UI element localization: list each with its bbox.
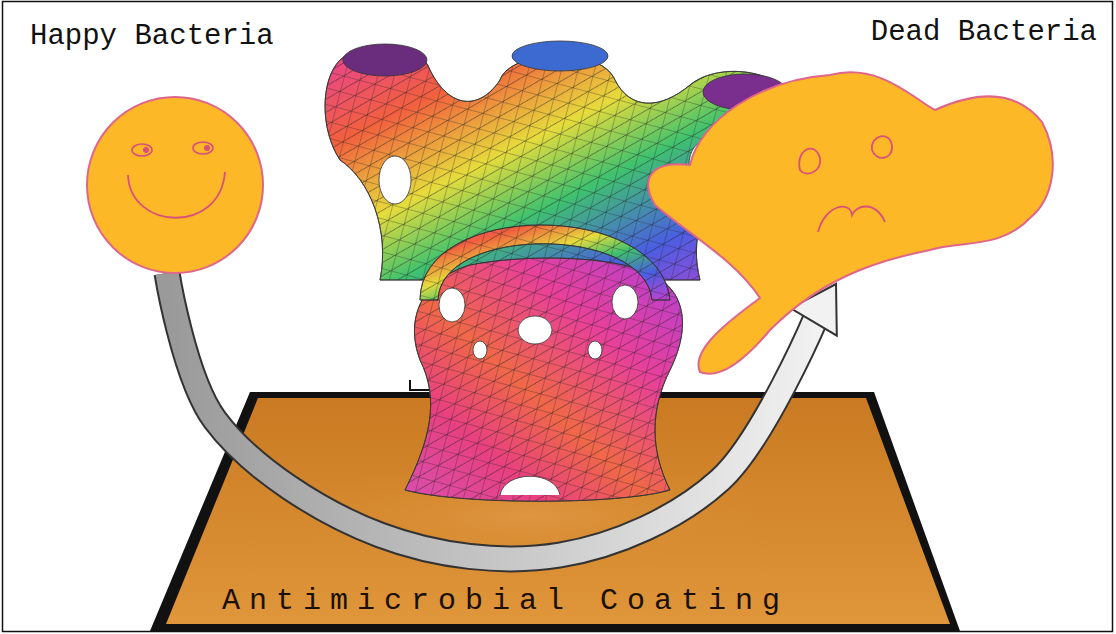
node-heading: Happy Bacteria [18, 20, 318, 53]
bacteria-happy: Happy Bacteria [18, 8, 318, 298]
node-heading: Dead Bacteria [645, 16, 1105, 49]
frame [3, 2, 1113, 632]
minimal-surface [325, 41, 795, 501]
bacteria-dead: Dead Bacteria [645, 8, 1105, 378]
node-shape [645, 8, 1105, 378]
coating-label: Antimicrobial Coating [222, 584, 789, 618]
